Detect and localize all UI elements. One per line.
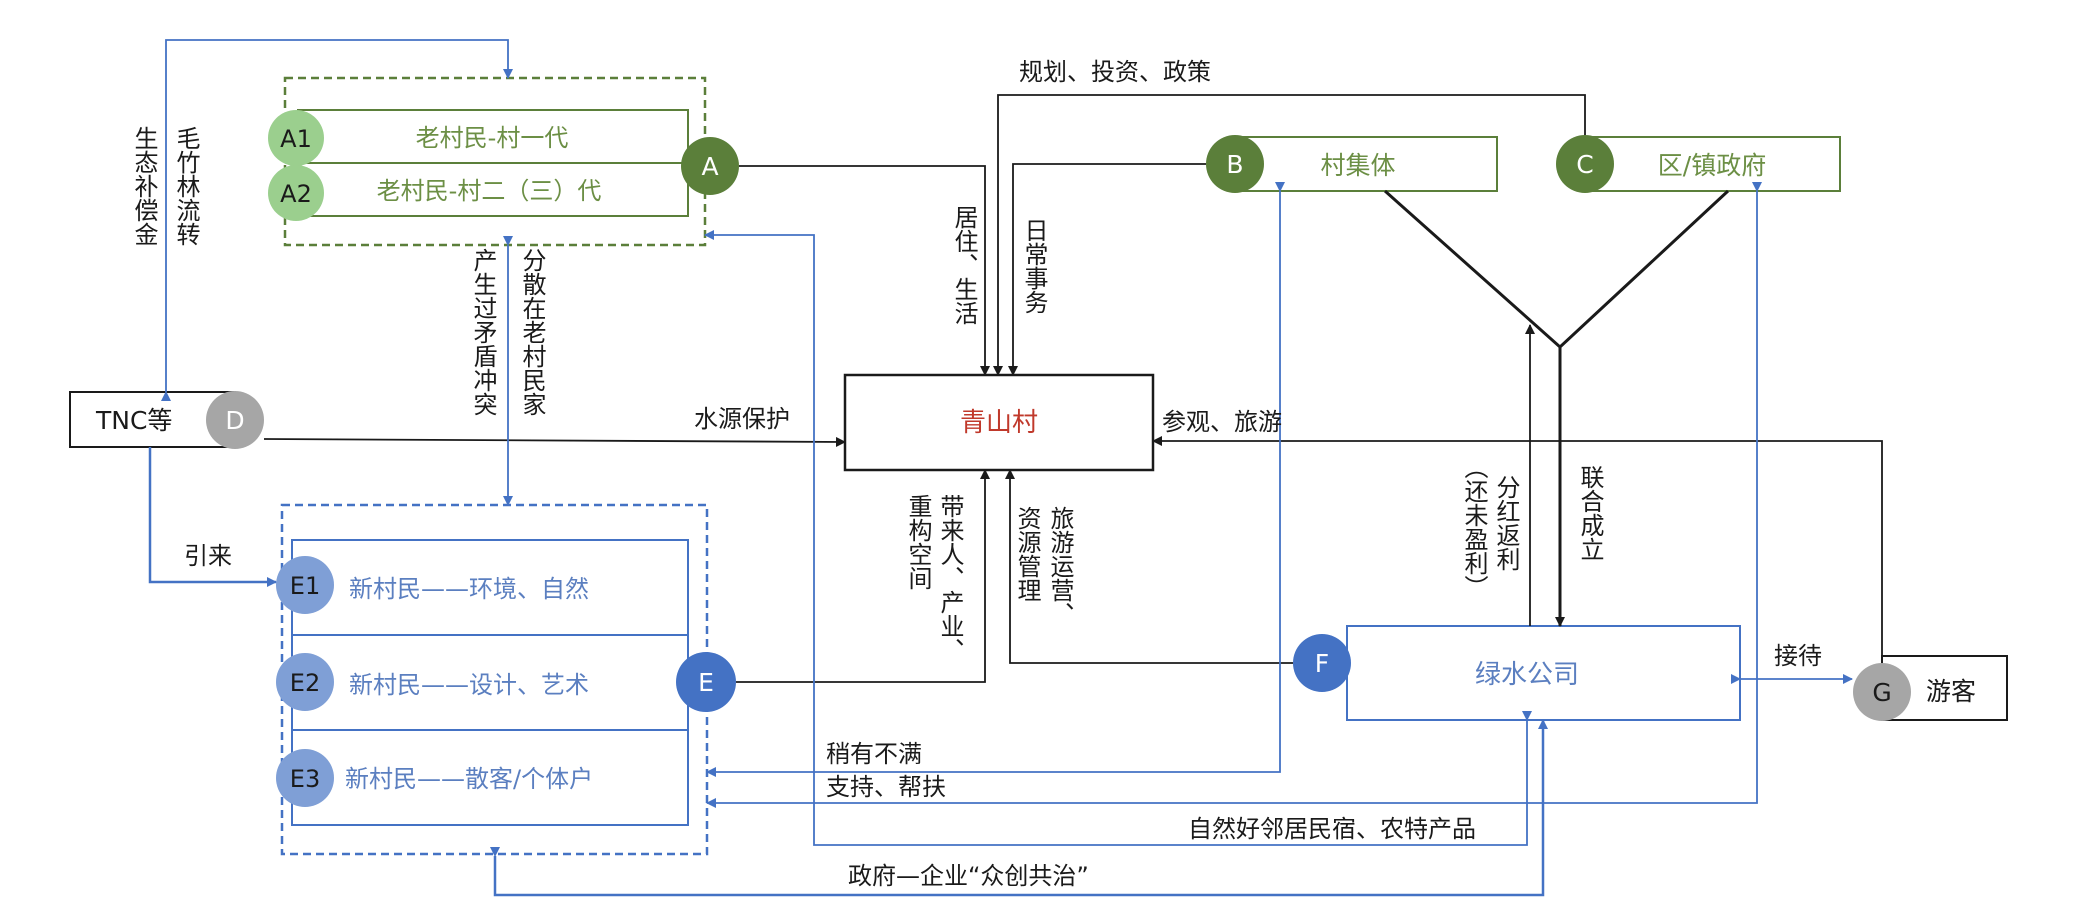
b-badge-text: B [1226, 150, 1243, 179]
label-tour-ops: 旅游运营、 [1046, 506, 1074, 626]
a2-label: 老村民-村二（三）代 [377, 177, 602, 205]
d-badge [206, 391, 264, 449]
a-badge [681, 137, 739, 195]
e2-badge-text: E2 [290, 669, 320, 697]
e2-label: 新村民——设计、艺术 [349, 671, 589, 699]
d-label: TNC等 [95, 406, 172, 435]
e2-badge [276, 653, 334, 711]
edge-b-c-merge [1384, 189, 1730, 350]
edge-d-to-e1 [148, 447, 277, 587]
label-attract: 引来 [184, 542, 232, 570]
label-no-profit: （还未盈利） [1460, 455, 1488, 599]
e1-badge-text: E1 [290, 572, 320, 600]
label-water: 水源保护 [694, 405, 790, 433]
label-scattered: 分散在老村民家 [518, 248, 546, 416]
label-bring: 带来人、产业、 [936, 494, 964, 662]
e3-badge-text: E3 [290, 765, 320, 793]
a1-badge-text: A1 [280, 125, 312, 153]
c-badge-text: C [1576, 150, 1593, 179]
b-label: 村集体 [1320, 151, 1395, 180]
d-badge-text: D [225, 406, 244, 435]
e-badge-text: E [698, 668, 714, 697]
a-badge-text: A [701, 152, 718, 181]
e1-box [291, 539, 689, 636]
center-label: 青山村 [960, 408, 1038, 438]
label-cogov: 政府—企业“众创共治” [848, 862, 1089, 890]
f-label: 绿水公司 [1475, 660, 1579, 690]
edge-a-to-center [739, 165, 990, 376]
label-planning: 规划、投资、政策 [1019, 58, 1211, 86]
e1-label: 新村民——环境、自然 [349, 575, 589, 603]
edge-f-e-cogov [490, 719, 1548, 897]
label-living: 居住、生活 [950, 205, 978, 325]
label-reception: 接待 [1774, 642, 1822, 670]
a1-label: 老村民-村一代 [416, 124, 569, 152]
g-badge [1853, 663, 1911, 721]
e1-badge [276, 556, 334, 614]
edge-d-a-compensation [161, 39, 513, 401]
c-label: 区/镇政府 [1658, 151, 1766, 180]
label-bamboo: 毛竹林流转 [172, 126, 200, 246]
label-jointly: 联合成立 [1576, 465, 1604, 561]
c-badge [1556, 135, 1614, 193]
label-dissatisfied: 稍有不满 [826, 740, 922, 768]
label-dividend: 分红返利 [1492, 475, 1520, 571]
label-visit: 参观、旅游 [1162, 408, 1282, 436]
a2-badge-text: A2 [280, 180, 312, 208]
label-rebuild: 重构空间 [904, 494, 932, 590]
g-badge-text: G [1872, 678, 1891, 707]
edge-b-to-e [706, 182, 1285, 777]
g-label: 游客 [1926, 677, 1976, 706]
label-daily: 日常事务 [1020, 218, 1048, 314]
label-eco-comp: 生态补偿金 [130, 126, 158, 246]
f-badge-text: F [1315, 649, 1329, 678]
edge-d-to-center [263, 436, 846, 447]
label-homestay: 自然好邻居民宿、农特产品 [1188, 815, 1476, 843]
e3-label: 新村民——散客/个体户 [345, 765, 593, 793]
b-badge [1206, 135, 1264, 193]
label-conflict: 产生过矛盾冲突 [469, 248, 497, 416]
e3-badge [276, 749, 334, 807]
label-resource: 资源管理 [1013, 506, 1041, 602]
label-support: 支持、帮扶 [826, 773, 946, 801]
